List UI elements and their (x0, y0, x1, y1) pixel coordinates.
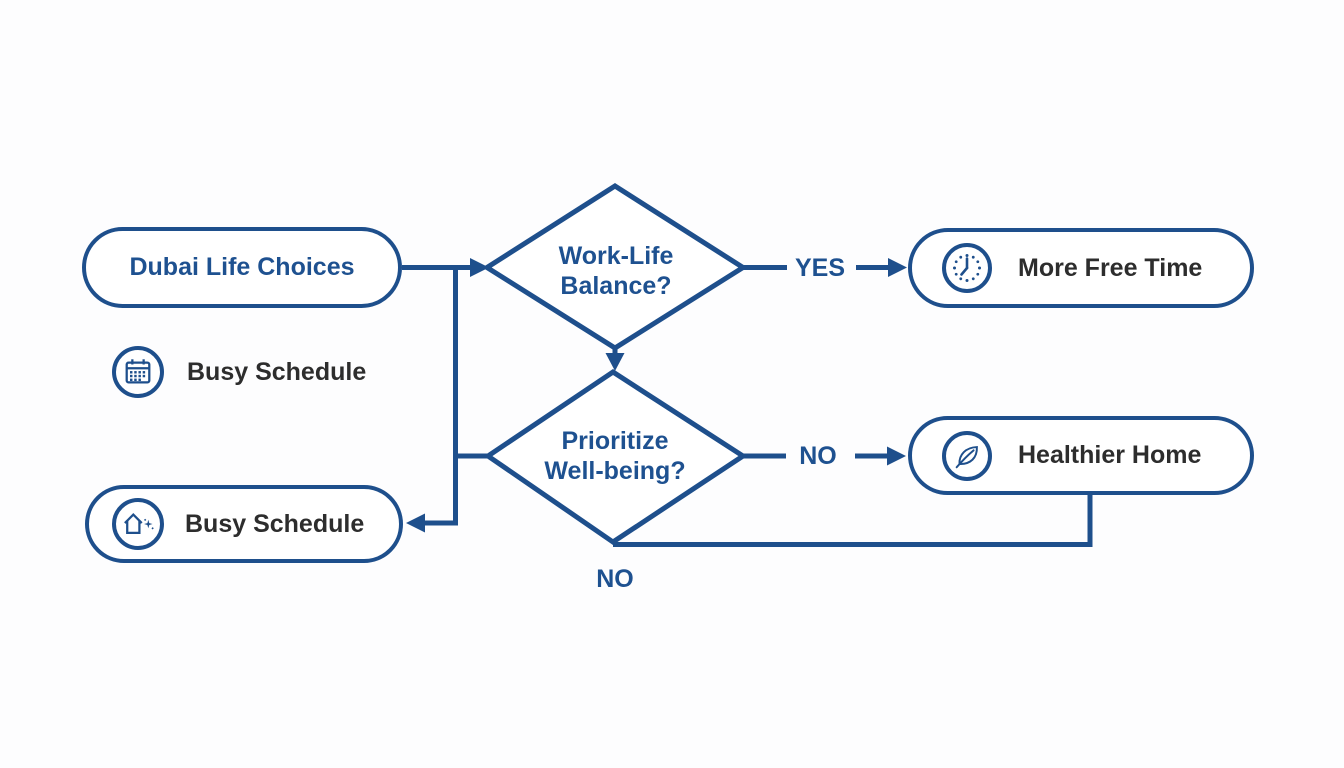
arrowhead-into-wellbeing (605, 353, 625, 371)
edge-label-no-right: NO (799, 442, 837, 470)
node-worklife-balance-label: Work-Life Balance? (558, 242, 674, 300)
home-sparkle-icon (112, 498, 164, 550)
node-label: Dubai Life Choices (129, 253, 355, 281)
node-label: Healthier Home (1018, 441, 1202, 469)
node-healthier-home: Healthier Home (908, 416, 1254, 495)
edge-wellbeing-bottom-loop (613, 494, 1093, 547)
leaf-icon (942, 430, 992, 481)
arrowhead-into-busy-pill (406, 513, 425, 533)
decision-worklife-diamond (482, 183, 748, 351)
edge-label-yes: YES (794, 254, 846, 282)
node-label: Busy Schedule (185, 509, 365, 538)
edge-label-no-bottom: NO (596, 565, 634, 593)
arrowhead-into-worklife (470, 258, 489, 277)
arrowhead-into-freetime (888, 258, 907, 277)
node-label: Busy Schedule (187, 357, 367, 386)
node-busy-schedule-item: Busy Schedule (112, 346, 366, 398)
node-more-free-time: More Free Time (908, 228, 1254, 308)
arrowhead-into-healthier (887, 446, 906, 466)
calendar-icon (112, 346, 164, 398)
node-dubai-life-choices: Dubai Life Choices (82, 227, 402, 308)
clock-icon (942, 243, 992, 293)
node-busy-schedule-pill: Busy Schedule (85, 485, 403, 563)
node-label: More Free Time (1018, 253, 1203, 282)
decision-wellbeing-diamond (483, 369, 748, 546)
node-prioritize-wellbeing-label: Prioritize Well-being? (544, 427, 686, 485)
